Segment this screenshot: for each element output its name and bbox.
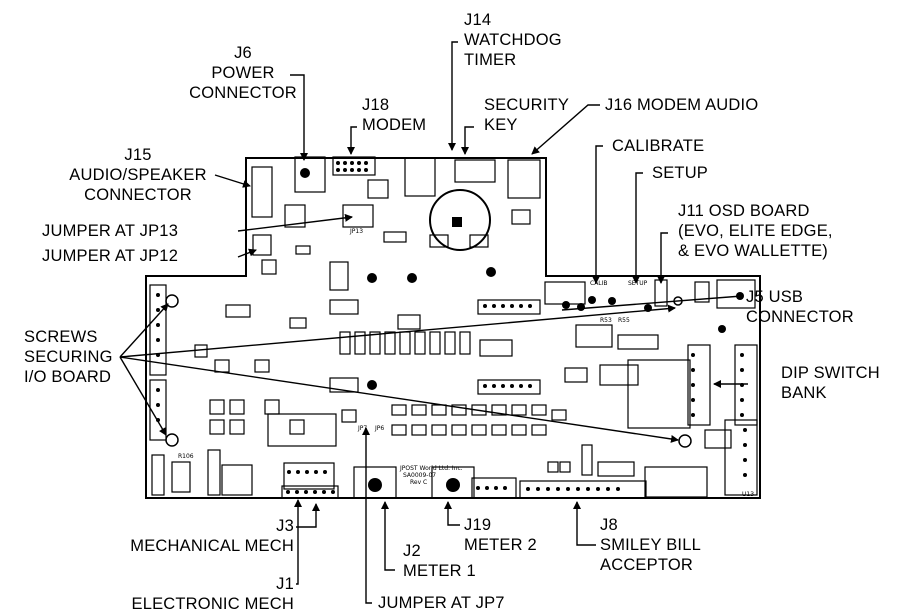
- mounting-dots: [300, 168, 744, 390]
- board-brand-text: JPOST World Ltd. Inc.: [399, 465, 463, 472]
- leader-lines: [119, 41, 748, 604]
- label-j11-osd-board: J11 OSD BOARD(EVO, ELITE EDGE,& EVO WALL…: [678, 202, 833, 260]
- board-u13-text: U13: [742, 491, 754, 498]
- mounting-screws: [165, 294, 692, 448]
- board-outline: [145, 157, 761, 499]
- connector-pins: [156, 161, 747, 494]
- board-jp13-text: JP13: [349, 228, 363, 235]
- meter-buttons: [368, 478, 460, 492]
- board-setup-text: SETUP: [628, 280, 648, 287]
- label-setup: SETUP: [652, 164, 709, 182]
- board-part-text: SA0009-07: [403, 472, 436, 479]
- board-rev-text: Rev C: [410, 479, 427, 486]
- label-jumper-jp12: JUMPER AT JP12: [42, 247, 179, 265]
- watchdog-battery: [429, 189, 491, 251]
- board-r53-text: R53: [600, 317, 612, 324]
- label-jumper-jp7: JUMPER AT JP7: [378, 594, 505, 612]
- board-calib-text: CALIB: [590, 280, 608, 287]
- board-r55-text: R55: [618, 317, 630, 324]
- board-silkscreen: JPOST World Ltd. Inc. SA0009-07 Rev C JP…: [178, 228, 754, 498]
- board-components: [149, 156, 758, 499]
- board-r106-text: R106: [178, 453, 194, 460]
- label-jumper-jp13: JUMPER AT JP13: [42, 222, 179, 240]
- board-jp6-text: JP6: [374, 425, 384, 432]
- label-calibrate: CALIBRATE: [612, 137, 705, 155]
- label-j16-modem-audio: J16 MODEM AUDIO: [605, 96, 759, 114]
